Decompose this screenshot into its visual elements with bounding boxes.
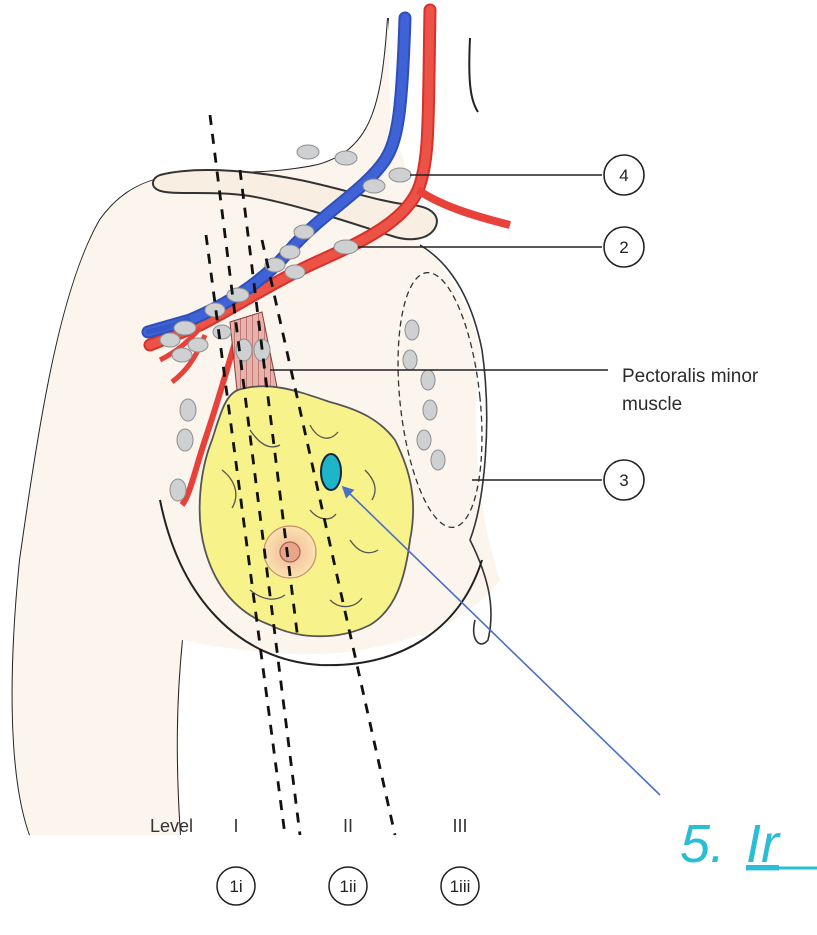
- nipple: [280, 542, 300, 562]
- level-name-2: II: [343, 816, 353, 836]
- lymph-node: [334, 240, 358, 254]
- lymph-node: [160, 333, 180, 347]
- level-name-3: III: [452, 816, 467, 836]
- lymph-node: [285, 265, 305, 279]
- lymph-node: [423, 400, 437, 420]
- muscle-label-line1: Pectoralis minor: [622, 366, 759, 387]
- overlay-number: 5.: [680, 814, 725, 874]
- level-code-2-label: 1ii: [339, 877, 356, 896]
- callout-4-label: 4: [619, 166, 628, 185]
- level-code-3-label: 1iii: [450, 877, 471, 896]
- callout-3-label: 3: [619, 471, 628, 490]
- callout-2: 2: [604, 227, 644, 267]
- callout-4: 4: [604, 155, 644, 195]
- level-code-1: 1i: [217, 867, 255, 905]
- overlay-word: Ir: [746, 814, 781, 874]
- lymph-node: [294, 225, 314, 239]
- lymph-node: [417, 430, 431, 450]
- callout-2-label: 2: [619, 238, 628, 257]
- lymph-node: [363, 179, 385, 193]
- lesion-marker: [321, 454, 341, 490]
- lymph-node: [205, 303, 225, 317]
- level-name-1: I: [233, 816, 238, 836]
- lymph-node: [177, 429, 193, 451]
- lymph-node: [188, 338, 208, 352]
- muscle-label-line2: muscle: [622, 394, 682, 415]
- lymph-node: [174, 321, 196, 335]
- level-code-3: 1iii: [441, 867, 479, 905]
- lymph-node: [431, 450, 445, 470]
- neck-right-outline: [469, 38, 478, 112]
- lymph-node: [335, 151, 357, 165]
- lymph-node: [403, 350, 417, 370]
- lymph-node: [170, 479, 186, 501]
- lymph-node: [405, 320, 419, 340]
- level-code-1-label: 1i: [229, 877, 242, 896]
- lymph-node: [213, 325, 231, 339]
- lymph-node: [180, 399, 196, 421]
- level-code-2: 1ii: [329, 867, 367, 905]
- lymph-node: [172, 348, 192, 362]
- lymph-node: [297, 145, 319, 159]
- lymph-node: [227, 288, 249, 302]
- lymph-node: [389, 168, 411, 182]
- level-prefix: Level: [150, 816, 193, 836]
- callout-3: 3: [604, 460, 644, 500]
- lymph-node: [280, 245, 300, 259]
- lymph-node: [421, 370, 435, 390]
